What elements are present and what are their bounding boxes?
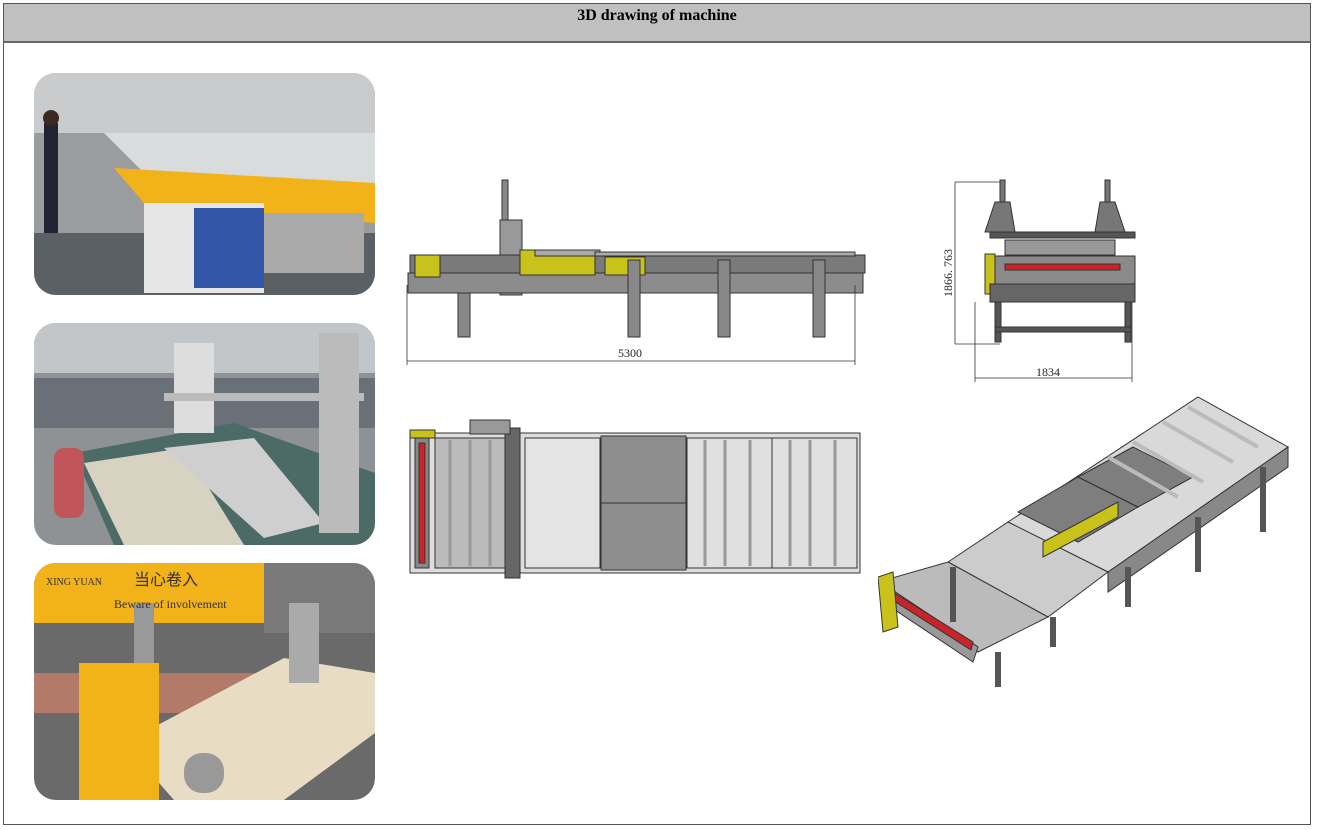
machine-photo-workshop <box>34 73 375 295</box>
page-title: 3D drawing of machine <box>577 7 737 24</box>
machine-photo-rollers <box>34 323 375 545</box>
sign-brand: XING YUAN <box>46 577 102 588</box>
front-height-dimension: 1866. 763 <box>941 249 955 297</box>
front-view-drawing: 1866. 763 1834 <box>941 179 1136 382</box>
machine-photo-closeup: XING YUAN 当心卷入 Beware of involvement <box>34 563 375 800</box>
top-view-drawing <box>409 419 861 579</box>
sign-warning-cn: 当心卷入 <box>134 571 198 589</box>
isometric-drawing <box>878 396 1289 687</box>
side-view-drawing: 5300 <box>406 179 866 365</box>
front-width-dimension: 1834 <box>1036 365 1060 379</box>
side-length-dimension: 5300 <box>618 346 642 360</box>
sign-warning-en: Beware of involvement <box>114 597 227 611</box>
section-header: 3D drawing of machine <box>3 3 1311 43</box>
